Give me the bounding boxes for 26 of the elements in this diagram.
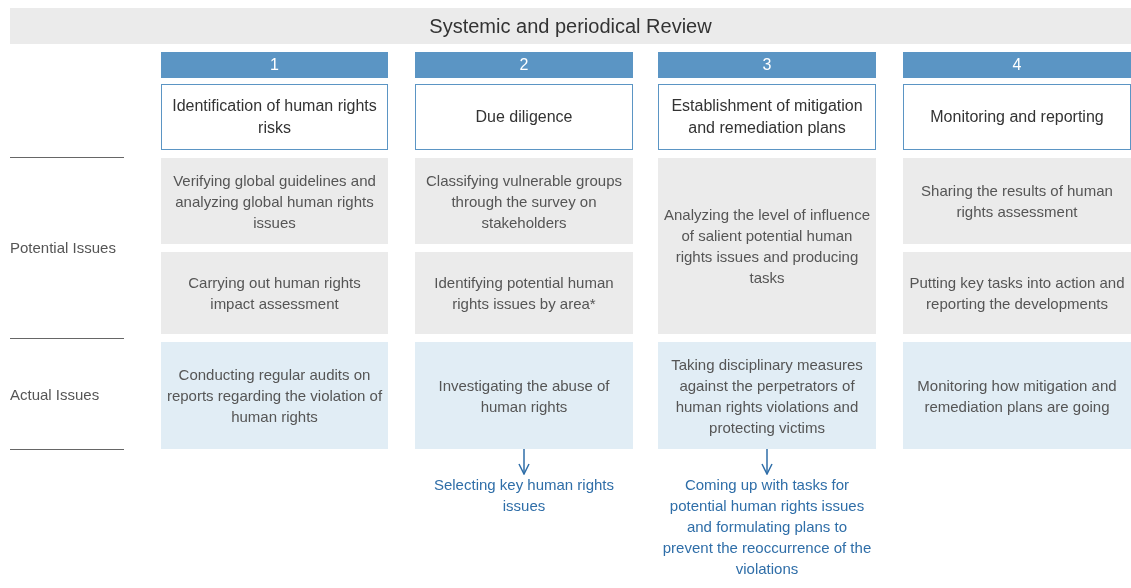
step-title-box: Monitoring and reporting — [903, 84, 1131, 150]
task-cell: Verifying global guidelines and analyzing global human rights issues — [161, 158, 388, 244]
task-cell: Analyzing the level of influence of salient potential human rights issues and producing tasks — [658, 158, 876, 334]
arrow — [761, 448, 773, 475]
step-number-bar: 4 — [903, 52, 1131, 78]
task-cell: Monitoring how mitigation and remediation plans are going — [903, 342, 1131, 449]
task-cell: Taking disciplinary measures against the perpetrators of human rights violations and protecting victims — [658, 342, 876, 449]
step-title-box: Due diligence — [415, 84, 633, 150]
step-title-box: Identification of human rights risks — [161, 84, 388, 150]
task-cell: Conducting regular audits on reports regarding the violation of human rights — [161, 342, 388, 449]
step-title-box: Establishment of mitigation and remediation plans — [658, 84, 876, 150]
header-band: Systemic and periodical Review — [10, 8, 1131, 44]
step-number-bar: 3 — [658, 52, 876, 78]
row-label: Potential Issues — [10, 239, 116, 256]
task-cell: Identifying potential human rights issues by area* — [415, 252, 633, 334]
arrow — [518, 448, 530, 475]
step-number-bar: 2 — [415, 52, 633, 78]
task-cell: Carrying out human rights impact assessment — [161, 252, 388, 334]
task-cell: Investigating the abuse of human rights — [415, 342, 633, 449]
row-label: Actual Issues — [10, 386, 100, 403]
task-cell: Sharing the results of human rights assessment — [903, 158, 1131, 244]
task-cell: Putting key tasks into action and reporting the developments — [903, 252, 1131, 334]
outcome-text: Coming up with tasks for potential human rights issues and formulating plans to prevent the reoccurrence of the violations — [658, 474, 876, 584]
outcome-text: Selecting key human rights issues — [415, 474, 633, 522]
step-number-bar: 1 — [161, 52, 388, 78]
task-cell: Classifying vulnerable groups through the survey on stakeholders — [415, 158, 633, 244]
